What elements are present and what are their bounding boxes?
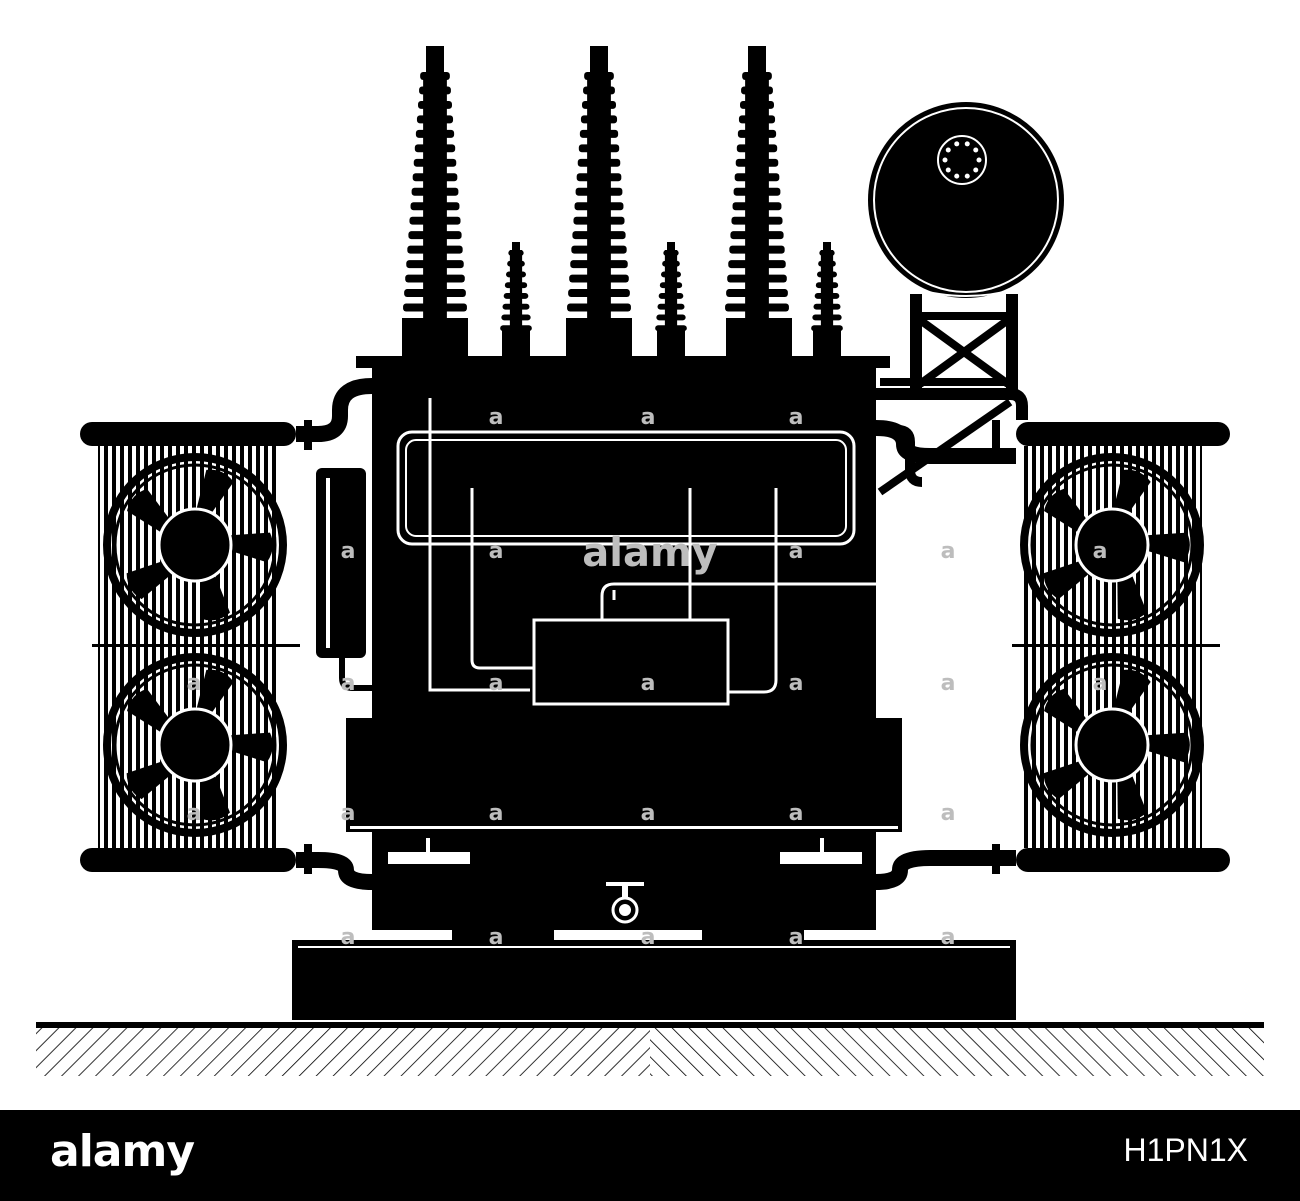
watermark-tile: a [789, 801, 804, 826]
watermark-tile: a [941, 671, 956, 696]
watermark-tile: a [789, 539, 804, 564]
watermark-tile: a [641, 801, 656, 826]
watermark-tile: a [941, 801, 956, 826]
image-code: H1PN1X [1123, 1132, 1249, 1168]
fan-icon [1020, 653, 1204, 837]
tank-band [346, 718, 902, 832]
footer-bar: alamy H1PN1X [0, 1110, 1300, 1201]
watermark-tile: a [341, 539, 356, 564]
watermark-center: alamy [582, 530, 717, 576]
watermark-tile: a [489, 405, 504, 430]
brand-logo: alamy [50, 1126, 195, 1177]
fan-icon [1020, 453, 1204, 637]
bushing-icon [402, 46, 792, 358]
watermark-tile: a [941, 539, 956, 564]
fan-icon [103, 653, 287, 837]
watermark-tile: a [789, 405, 804, 430]
watermark-tile: a [341, 801, 356, 826]
main-tank [356, 356, 908, 718]
watermark-tile: a [489, 801, 504, 826]
radiator-pipes [296, 378, 1016, 890]
base-plinth [292, 926, 1016, 1020]
watermark-tile: a [1093, 539, 1108, 564]
fan-icon [103, 453, 287, 637]
watermark-tile: a [789, 671, 804, 696]
watermark-tile: a [341, 671, 356, 696]
watermark-tile: a [641, 671, 656, 696]
control-cabinet [316, 468, 374, 691]
watermark-tile: a [789, 925, 804, 950]
watermark-tile: a [641, 405, 656, 430]
watermark-tile: a [489, 671, 504, 696]
watermark-tile: a [187, 671, 202, 696]
watermark-tile: a [641, 925, 656, 950]
watermark-tile: a [187, 801, 202, 826]
watermark-tile: a [489, 925, 504, 950]
watermark-tile: a [341, 925, 356, 950]
watermark-tile: a [941, 925, 956, 950]
watermark-tile: a [1093, 671, 1108, 696]
watermark-tile: a [489, 539, 504, 564]
conservator-tank-icon [868, 102, 1064, 496]
valve-icon [606, 882, 644, 924]
ground [36, 1022, 1264, 1076]
transformer-illustration: alamy a a a a a a a a a a a a a a a a a a a a a a a a a a [36, 46, 1264, 1076]
